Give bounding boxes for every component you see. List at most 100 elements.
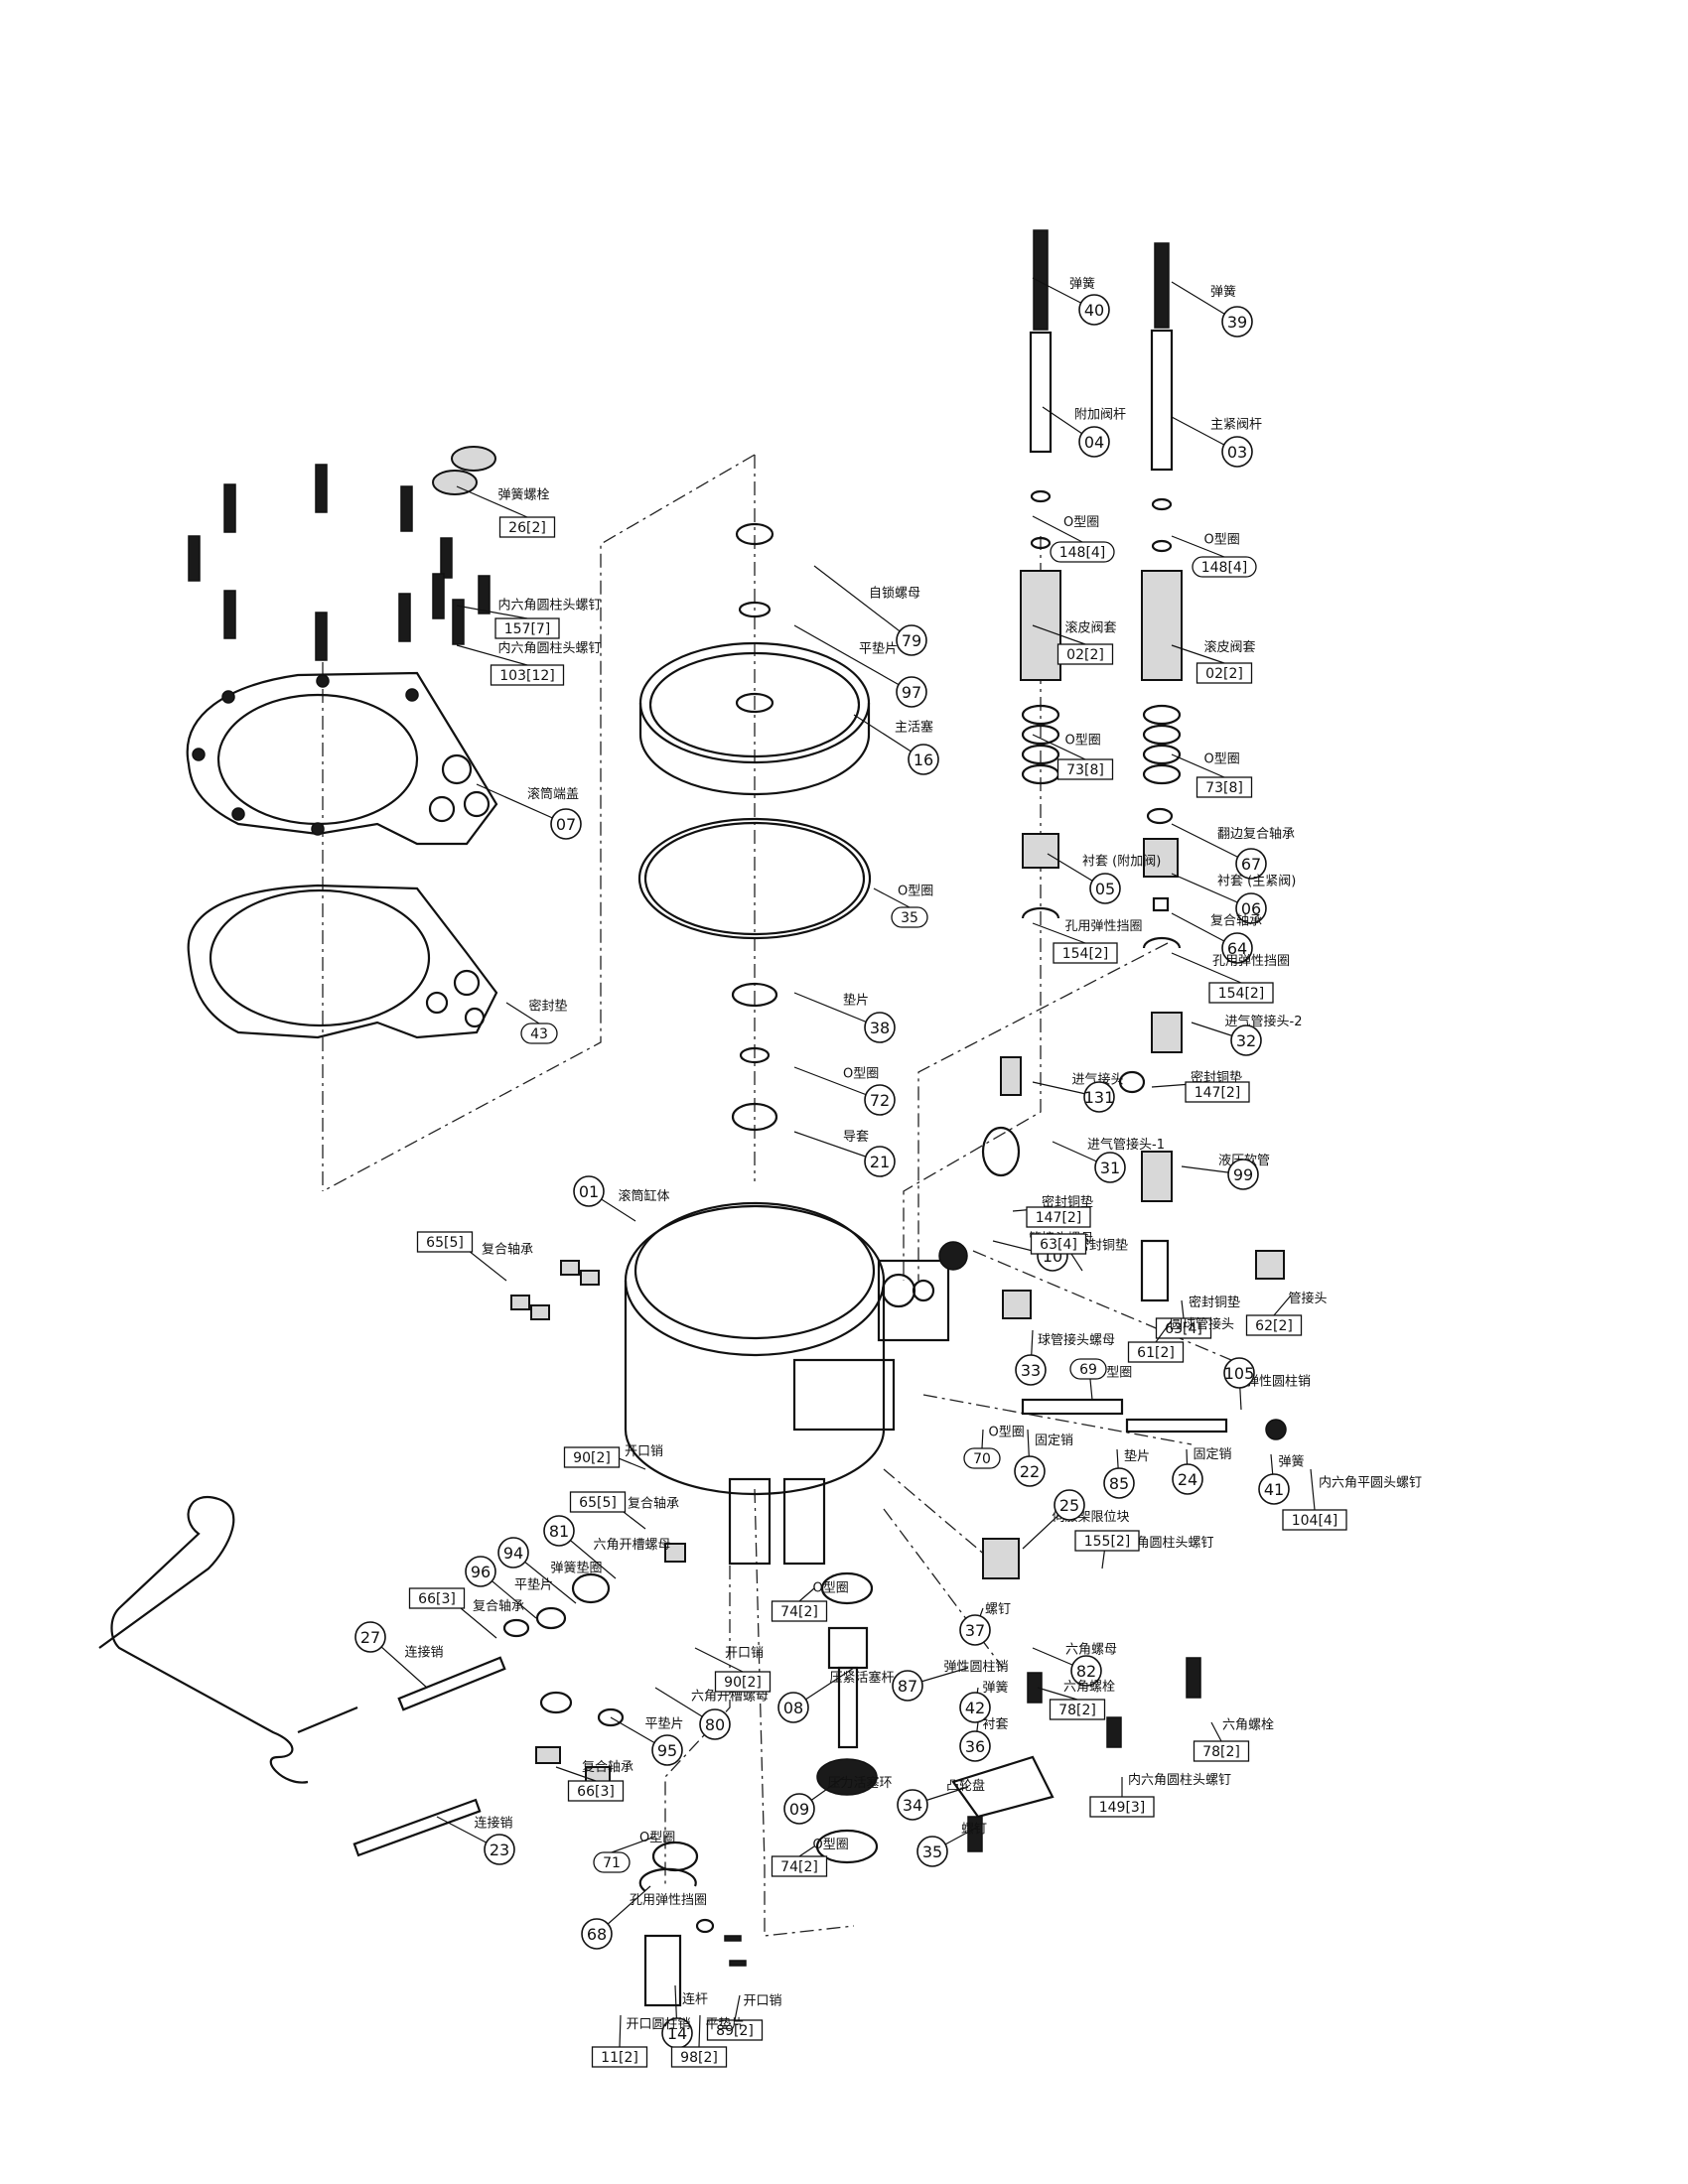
callout-95: 平垫片 95: [610, 1716, 684, 1766]
qty-frame: [1026, 1206, 1091, 1228]
part-name-label: 进气管接头-2: [1225, 1014, 1303, 1029]
part-name-label: 自锁螺母: [869, 586, 920, 602]
part-name-label: 六角螺栓: [1222, 1718, 1274, 1733]
leader-line: [981, 1429, 984, 1449]
part-name-label: 开口销: [744, 1994, 782, 2009]
part-number: 99: [1233, 1165, 1253, 1184]
part-name-label: O型圈: [813, 1838, 849, 1852]
part-name-label: 固定销: [1194, 1447, 1232, 1462]
qty-box-90-2-: 开口销 90[2]: [563, 1444, 663, 1470]
leader-line: [505, 1002, 540, 1024]
part-number-balloon: [1172, 1463, 1203, 1495]
part-qty-text: 155[2]: [1084, 1534, 1131, 1550]
part-number-balloon: [1078, 426, 1110, 458]
part-name-label: 弹簧: [983, 1680, 1009, 1696]
part-number: 27: [360, 1628, 380, 1647]
part-name-label: 弹性圆柱销: [944, 1660, 1009, 1675]
part-name-label: 弹性圆柱销: [1246, 1375, 1311, 1390]
part-number: 07: [556, 815, 576, 834]
part-number: 96: [471, 1563, 491, 1581]
part-name-label: O型圈: [1063, 515, 1099, 530]
leader-line: [456, 605, 528, 619]
part-name-label: 复合轴承: [473, 1599, 524, 1614]
qty-frame: [494, 617, 560, 639]
part-name-label: 开口销: [625, 1444, 663, 1459]
part-name-label: 平垫片: [645, 1716, 684, 1732]
part-number: 68: [587, 1925, 607, 1944]
qty-frame: [1056, 643, 1114, 665]
part-number-balloon: [864, 1012, 896, 1043]
qty-frame: [1208, 982, 1274, 1004]
part-number-balloon: [497, 1537, 529, 1569]
part-name-label: 复合轴承: [628, 1497, 679, 1512]
part-number-balloon: [1221, 932, 1253, 964]
part-number: 105: [1224, 1364, 1255, 1383]
part-name-label: 滚皮阀套: [1204, 639, 1256, 655]
part-number-balloon: [354, 1621, 386, 1653]
qty-frame: [771, 1600, 828, 1622]
part-number: 05: [1095, 880, 1115, 898]
part-qty-text: 11[2]: [601, 2050, 638, 2066]
part-number: 95: [657, 1741, 677, 1760]
part-number-balloon: [543, 1515, 575, 1547]
part-qty-text: 74[2]: [780, 1604, 818, 1620]
qty-frame: [1193, 1740, 1250, 1762]
part-name-label: 孔用弹性挡圈: [1065, 919, 1143, 934]
part-name-label: 衬套 (主紧阀): [1217, 874, 1296, 889]
callout-31: 进气管接头-131: [1052, 1137, 1165, 1183]
qty-frame: [1053, 942, 1118, 964]
part-qty-text: 149[3]: [1099, 1800, 1146, 1816]
part-name-label: O型圈: [898, 885, 933, 899]
qty-frame: [416, 1231, 474, 1253]
qty-frame: [1089, 1796, 1155, 1818]
part-name-label: 进气接头: [1072, 1072, 1124, 1088]
part-number-balloon: [896, 624, 927, 656]
qty-frame: [408, 1587, 466, 1609]
part-name-label: 密封铜垫: [1042, 1194, 1093, 1210]
part-qty-text: 02[2]: [1205, 666, 1243, 682]
part-qty-text: 63[4]: [1040, 1237, 1077, 1253]
part-number: 08: [783, 1699, 803, 1717]
part-number-balloon: [908, 744, 939, 775]
leader-line: [1032, 922, 1086, 944]
part-number-balloon: [1221, 306, 1253, 338]
part-qty-text: 154[2]: [1062, 946, 1109, 962]
part-qty-text: 90[2]: [573, 1450, 611, 1466]
part-number: 41: [1264, 1480, 1284, 1499]
part-number: 36: [965, 1737, 985, 1756]
part-name-label: 螺钉: [961, 1823, 987, 1838]
qty-frame: [498, 516, 556, 538]
part-number: 79: [902, 631, 921, 650]
part-number-balloon: [959, 1692, 991, 1723]
leader-line: [793, 624, 913, 693]
leader-line: [1032, 624, 1086, 645]
part-name-label: 滚筒缸体: [619, 1188, 670, 1204]
part-qty-text: 98[2]: [680, 2050, 718, 2066]
part-qty-text: 147[2]: [1036, 1210, 1082, 1226]
main-piston: [637, 522, 872, 1132]
part-name-label: 垫片: [843, 993, 869, 1009]
part-name-label: 弹簧: [1210, 284, 1236, 300]
part-number: 06: [1241, 899, 1261, 918]
part-name-label: O型圈: [813, 1581, 849, 1596]
leader-line: [798, 1587, 815, 1602]
